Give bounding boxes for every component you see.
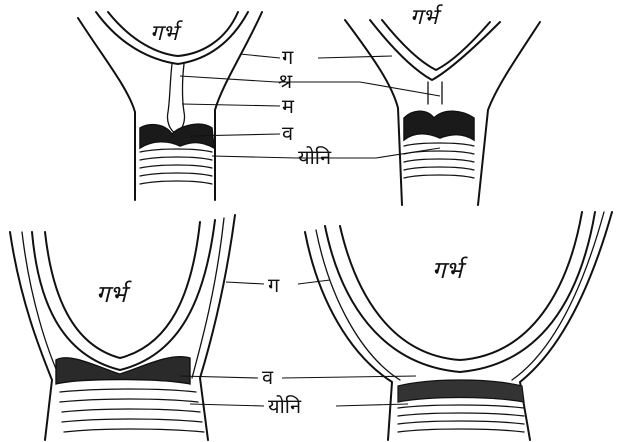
leader-vagina-3-left	[190, 404, 264, 406]
leader-ma	[182, 104, 280, 106]
leader-ga-4	[298, 280, 330, 284]
leader-shra	[180, 76, 440, 96]
label-uterus-4: गर्भ	[432, 256, 468, 284]
label-uterus-3: गर्भ	[96, 280, 132, 308]
label-va-3: व	[262, 365, 274, 389]
outer-wall-right-2	[478, 22, 540, 205]
outer-wall-left-3	[10, 232, 52, 440]
cervical-canal-2	[428, 82, 442, 104]
vaginal-rugae-4	[398, 405, 524, 432]
vaginal-rugae	[140, 149, 212, 184]
label-ma: म	[282, 94, 295, 118]
label-vagina-3: योनि	[268, 394, 302, 418]
leader-ga-3	[226, 282, 264, 284]
outer-wall-right-4	[520, 212, 612, 440]
dark-band-4	[398, 380, 524, 402]
dark-plug-2	[404, 111, 474, 140]
label-ga-3: ग	[268, 273, 280, 297]
label-uterus-1: गर्भ	[150, 20, 184, 46]
panel-top-right: गर्भ	[318, 4, 540, 205]
outer-wall-left	[78, 18, 135, 200]
label-va-1: व	[282, 121, 294, 145]
dark-band-3	[56, 357, 190, 384]
cervical-canal	[167, 64, 184, 134]
wall-detail-left-3	[22, 232, 60, 378]
label-ga-1: ग	[282, 45, 294, 69]
leader-ga-1	[240, 54, 280, 58]
label-vagina-1: योनि	[298, 145, 332, 169]
vaginal-rugae-3	[60, 389, 204, 432]
leader-vagina-4	[336, 404, 408, 406]
cavity-inner-line-4	[340, 212, 582, 360]
label-shra: श्र	[278, 69, 293, 93]
label-uterus-2: गर्भ	[410, 4, 444, 30]
leader-ga-2-top	[318, 56, 392, 58]
panel-bottom-left: गर्भ ग व योनि	[10, 215, 416, 440]
